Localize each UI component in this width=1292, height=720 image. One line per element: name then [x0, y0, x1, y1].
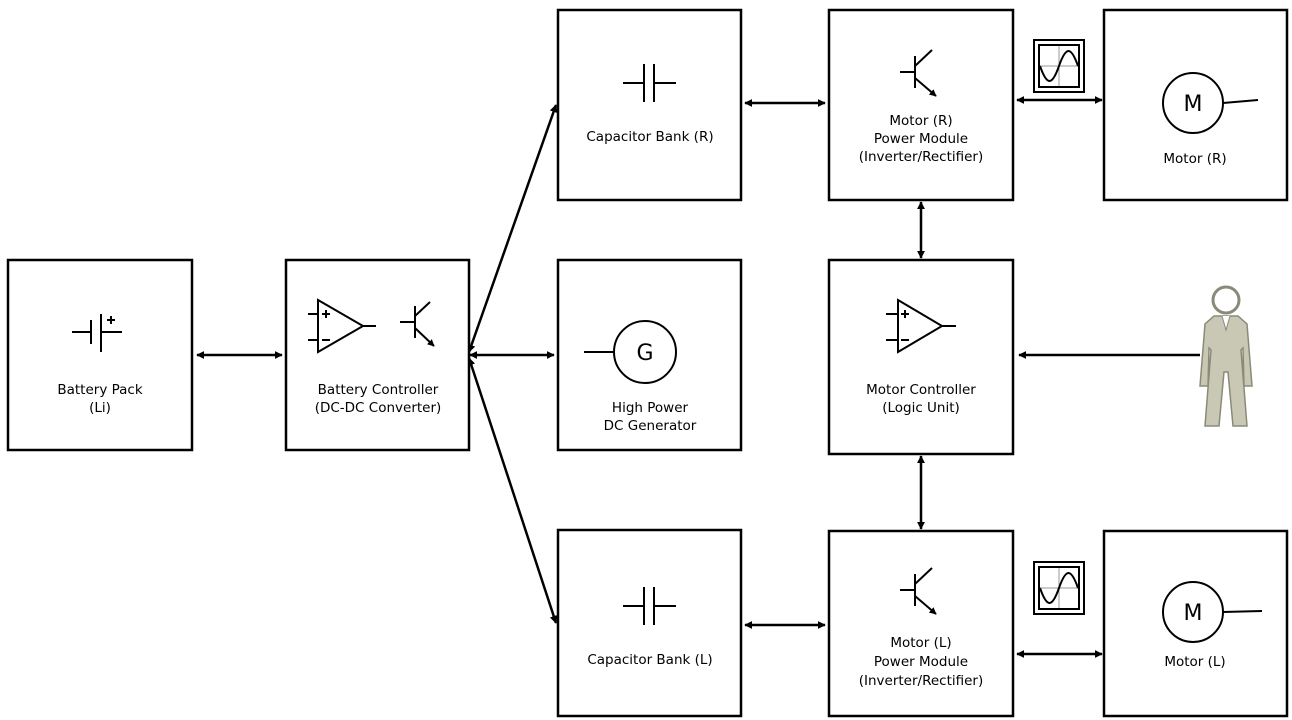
battery-pack-block: Battery Pack (Li) [6, 258, 194, 452]
motor-r-label: Motor (R) [1163, 151, 1226, 167]
op-amp-icon [308, 298, 376, 354]
power-module-l-label: Motor (L) [890, 635, 951, 651]
battery-controller-label: Battery Controller [318, 382, 439, 398]
capacitor-bank-l-label: Capacitor Bank (L) [587, 652, 712, 668]
motor-l-block: M Motor (L) [1102, 529, 1289, 718]
battery-pack-sublabel: (Li) [89, 400, 111, 416]
capacitor-bank-r-block: Capacitor Bank (R) [556, 8, 743, 202]
power-module-l-block: Motor (L) Power Module (Inverter/Rectifi… [827, 529, 1015, 718]
sine-wave-icon [1033, 561, 1085, 615]
driver-person-icon [1199, 285, 1253, 427]
battery-controller-sublabel: (DC-DC Converter) [315, 400, 442, 416]
controller-to-cap-bank-r-connection [467, 104, 558, 353]
motor-controller-block: Motor Controller (Logic Unit) [827, 258, 1015, 456]
power-module-r-block: Motor (R) Power Module (Inverter/Rectifi… [827, 8, 1015, 202]
generator-sublabel: DC Generator [604, 418, 697, 434]
op-amp-icon [886, 298, 956, 354]
power-module-r-label: Motor (R) [889, 113, 952, 129]
motor-controller-sublabel: (Logic Unit) [882, 400, 960, 416]
capacitor-bank-r-label: Capacitor Bank (R) [586, 129, 713, 145]
power-module-r-subsublabel: (Inverter/Rectifier) [859, 149, 984, 165]
transistor-icon [400, 301, 435, 347]
transistor-icon [900, 49, 937, 97]
capacitor-icon [623, 587, 676, 625]
motor-icon [1162, 581, 1263, 643]
battery-pack-label: Battery Pack [57, 382, 142, 398]
motor-l-symbol-letter: M [1184, 601, 1203, 626]
generator-symbol-letter: G [636, 341, 653, 366]
sine-wave-icon [1033, 39, 1085, 93]
motor-icon [1162, 72, 1259, 134]
motor-r-symbol-letter: M [1184, 92, 1203, 117]
generator-icon [584, 320, 677, 384]
power-module-l-subsublabel: (Inverter/Rectifier) [859, 673, 984, 689]
transistor-icon [900, 567, 937, 615]
connections [196, 96, 1200, 658]
generator-label: High Power [612, 400, 689, 416]
motor-controller-label: Motor Controller [866, 382, 976, 398]
capacitor-icon [623, 64, 676, 102]
power-module-r-sublabel: Power Module [874, 131, 968, 147]
capacitor-bank-l-block: Capacitor Bank (L) [556, 528, 743, 718]
power-module-l-sublabel: Power Module [874, 654, 968, 670]
motor-l-label: Motor (L) [1164, 654, 1225, 670]
controller-to-cap-bank-l-connection [467, 357, 558, 624]
battery-icon [72, 314, 122, 352]
battery-controller-block: Battery Controller (DC-DC Converter) [284, 258, 471, 452]
motor-r-block: M Motor (R) [1102, 8, 1289, 202]
generator-block: G High Power DC Generator [556, 258, 743, 452]
